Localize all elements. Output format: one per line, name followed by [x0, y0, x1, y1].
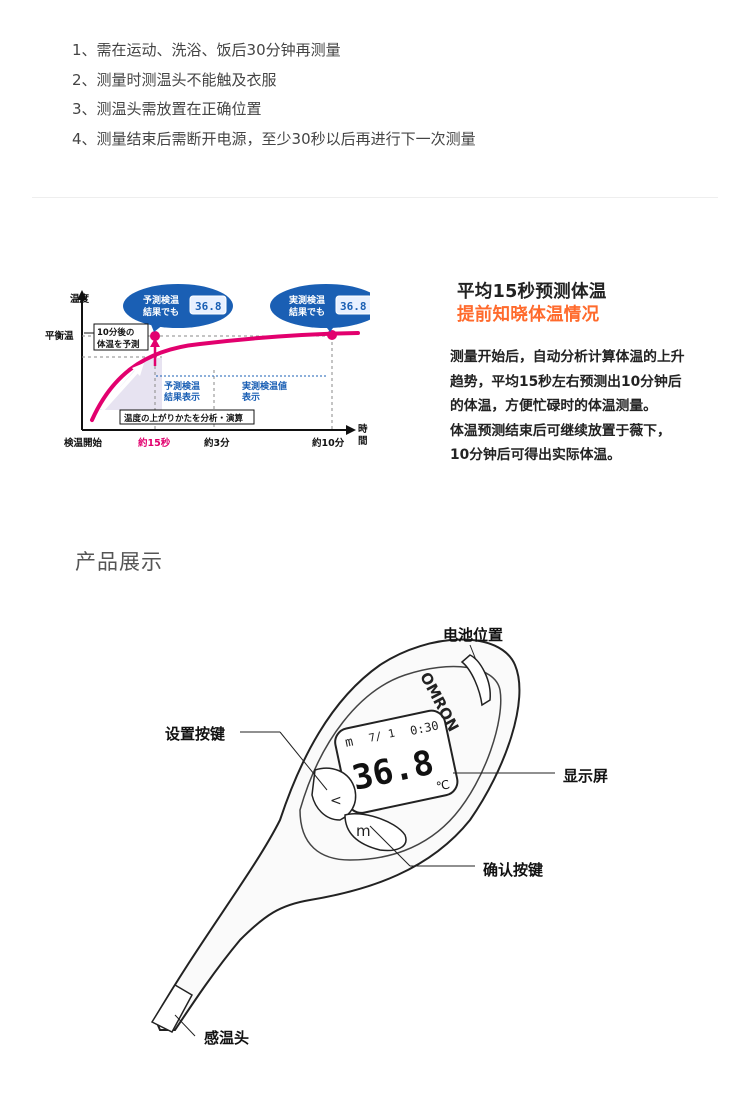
- y-marker-label: 平衡温: [45, 330, 74, 342]
- precaution-item: 2、测量时测温头不能触及衣服: [72, 70, 277, 89]
- precaution-item: 3、测温头需放置在正确位置: [72, 100, 262, 118]
- callout-line-sensor: [174, 1014, 196, 1037]
- thermometer-body: [153, 638, 521, 1031]
- y-axis-label: 温度: [70, 293, 90, 305]
- callout-confirm: 确认按键: [483, 861, 544, 879]
- thermometer-illustration: m 7/ 1 0:30 36.8 ℃ OMRON < m: [150, 638, 555, 1037]
- callout-sensor: 感温头: [204, 1029, 250, 1047]
- actual-range-1: 実測検温値: [242, 380, 287, 392]
- callout-display: 显示屏: [563, 767, 609, 785]
- actual-bubble: 実測検温 結果でも 36.8: [270, 284, 370, 332]
- rise-arrow: [100, 366, 142, 412]
- actual-point: [327, 330, 337, 340]
- x-tick-start: 検温開始: [64, 437, 103, 449]
- feature-desc-line: 10分钟后可得出实际体温。: [450, 447, 621, 463]
- feature-desc-line: 测量开始后，自动分析计算体温的上升: [450, 349, 685, 365]
- precaution-item: 4、测量结束后需断开电源，至少30秒以后再进行下一次测量: [72, 129, 476, 148]
- callout-line-settings-b: [279, 731, 328, 791]
- actual-bubble-text-2: 結果でも: [289, 306, 325, 318]
- display-unit: ℃: [435, 777, 451, 793]
- callout-settings: 设置按键: [165, 725, 226, 743]
- actual-bubble-value: 36.8: [340, 300, 367, 313]
- x-axis-label-2: 間: [358, 435, 368, 447]
- confirm-button-label: m: [356, 822, 371, 840]
- temperature-curve: [90, 331, 360, 422]
- feature-subtitle: 提前知晓体温情况: [457, 305, 600, 325]
- x-tick-10min: 約10分: [312, 437, 345, 449]
- predict-range-1: 予測検温: [164, 380, 200, 392]
- temperature-chart: 予測検温 結果でも 36.8 実測検温 結果でも 36.8 10分後の 体温を予…: [45, 284, 370, 449]
- feature-title: 平均15秒预测体温: [457, 282, 607, 302]
- section-title: 产品展示: [75, 550, 163, 574]
- display-small: 7/ 1: [367, 727, 396, 745]
- actual-range-2: 表示: [241, 391, 260, 403]
- predict-range-2: 結果表示: [164, 391, 200, 403]
- sensor-tip: [150, 983, 194, 1033]
- section-divider: [32, 197, 718, 198]
- feature-desc-line: 体温预测结束后可继续放置于薇下，: [450, 422, 671, 439]
- predict-note: 10分後の 体温を予測: [84, 323, 149, 351]
- display-screen: m 7/ 1 0:30 36.8 ℃: [334, 709, 459, 814]
- x-axis-arrow: [346, 425, 356, 435]
- analysis-label: 温度の上がりかたを分析・演算: [124, 413, 244, 424]
- predict-bubble-text-1: 予測検温: [143, 294, 179, 306]
- callout-line-battery: [469, 644, 477, 661]
- feature-description: 测量开始后，自动分析计算体温的上升 趋势，平均15秒左右预测出10分钟后 的体温…: [450, 345, 740, 468]
- x-tick-15s: 約15秒: [138, 437, 171, 449]
- battery-cap: [460, 654, 491, 707]
- callout-battery: 电池位置: [443, 626, 504, 644]
- predict-bubble-text-2: 結果でも: [143, 306, 179, 318]
- back-button[interactable]: [311, 767, 357, 821]
- x-tick-3min: 約3分: [204, 437, 230, 449]
- display-time: 0:30: [409, 718, 440, 738]
- predict-bubble-value: 36.8: [195, 300, 222, 313]
- actual-bubble-text-1: 実測検温: [289, 294, 325, 306]
- predict-bubble: 予測検温 結果でも 36.8: [123, 284, 233, 332]
- back-button-label: <: [330, 793, 342, 809]
- predict-arrow-head: [150, 338, 160, 347]
- analysis-box: [119, 409, 255, 425]
- predict-point: [150, 331, 160, 341]
- y-axis-arrow: [77, 290, 87, 300]
- predict-note-1: 10分後の: [97, 327, 134, 338]
- rise-arrow-head: [132, 363, 144, 376]
- callout-line-confirm: [369, 825, 411, 867]
- predict-note-2: 体温を予測: [97, 339, 140, 350]
- x-axis-label-1: 時: [358, 423, 368, 435]
- precautions-list: 1、需在运动、洗浴、饭后30分钟再测量 2、测量时测温头不能触及衣服 3、测温头…: [72, 36, 476, 154]
- feature-desc-line: 趋势，平均15秒左右预测出10分钟后: [450, 373, 682, 390]
- precaution-item: 1、需在运动、洗浴、饭后30分钟再测量: [72, 41, 341, 59]
- thermometer-inner-outline: [299, 665, 502, 861]
- display-mode: m: [344, 734, 355, 750]
- feature-desc-line: 的体温，方便忙碌时的体温测量。: [450, 398, 657, 414]
